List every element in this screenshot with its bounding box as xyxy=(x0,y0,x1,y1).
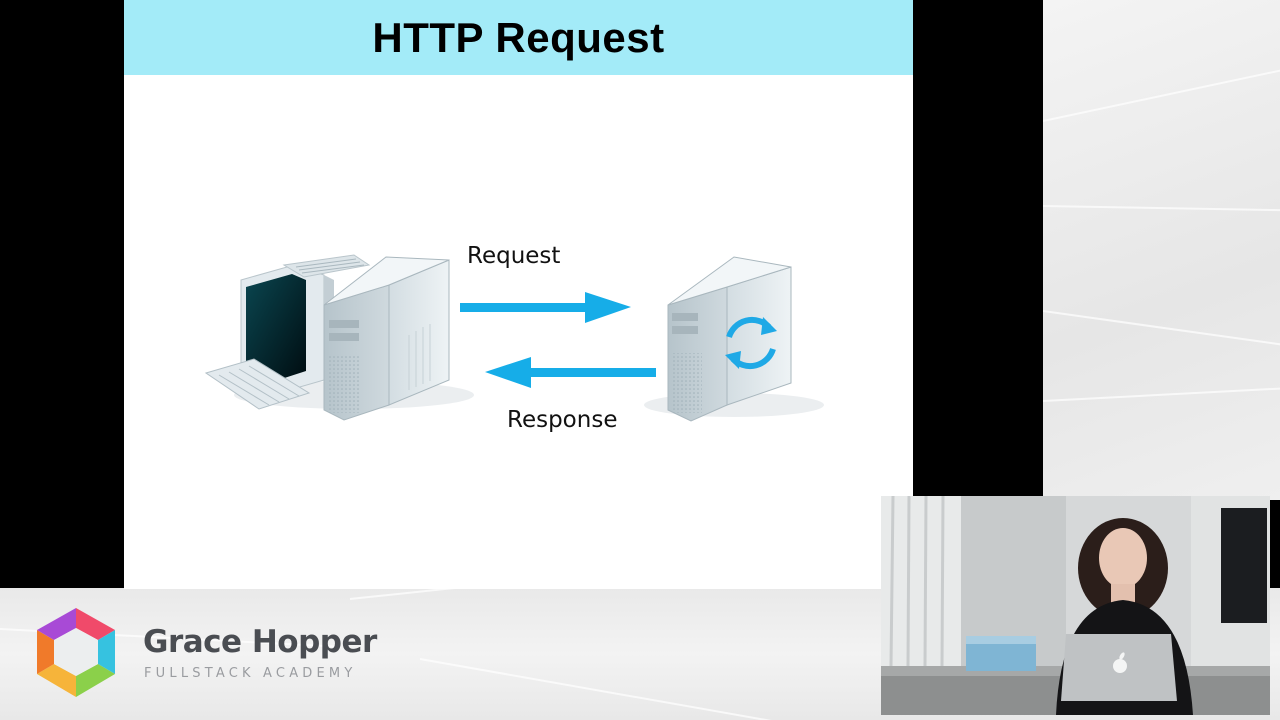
brand-subtitle: FULLSTACK ACADEMY xyxy=(144,666,357,681)
slide-header: HTTP Request xyxy=(124,0,913,75)
webcam-scene xyxy=(881,496,1270,715)
http-diagram: Request Response xyxy=(124,75,913,589)
brand-name: Grace Hopper xyxy=(143,624,377,660)
slide-title: HTTP Request xyxy=(372,13,665,61)
response-label: Response xyxy=(507,407,618,433)
background-right-panel xyxy=(1043,0,1280,500)
apple-logo-icon xyxy=(1113,652,1127,673)
presentation-slide: HTTP Request xyxy=(124,0,913,589)
grace-hopper-logo: Grace Hopper FULLSTACK ACADEMY xyxy=(28,604,388,704)
request-label: Request xyxy=(467,243,561,269)
hexagon-logo-icon xyxy=(37,608,115,697)
server-tower-icon xyxy=(644,256,824,422)
diagram-graphic xyxy=(204,254,824,422)
desktop-computer-icon xyxy=(204,254,474,421)
sync-arrows-icon xyxy=(725,316,777,370)
presenter-webcam xyxy=(881,496,1270,715)
response-arrow xyxy=(485,357,656,388)
request-arrow xyxy=(460,292,631,323)
